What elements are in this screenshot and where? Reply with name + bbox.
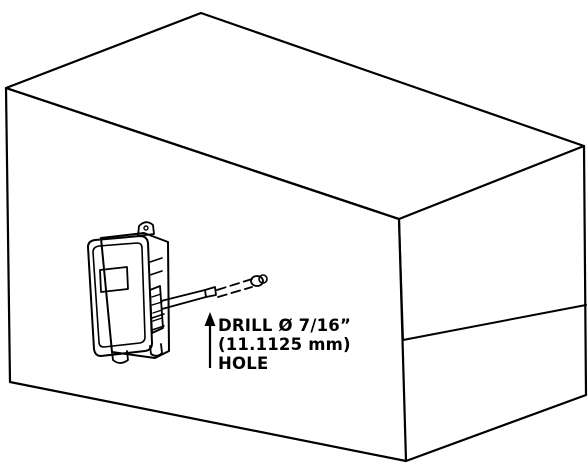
display-window — [99, 266, 129, 293]
sensor-enclosure — [87, 221, 170, 364]
probe-tube-upper — [160, 289, 206, 302]
probe-path-dash-upper — [216, 278, 253, 291]
enclosure-bezel — [92, 242, 146, 348]
duct-hole — [250, 275, 264, 287]
probe-fitting — [149, 285, 164, 334]
duct-hole-inner — [258, 274, 268, 284]
drill-arrow — [204, 312, 216, 368]
enclosure-front-cover — [87, 235, 153, 357]
enclosure-side-ribs — [149, 257, 165, 331]
duct-front-face — [4, 86, 408, 463]
enclosure-body — [100, 232, 170, 359]
duct-opening-inner-edge — [398, 218, 587, 341]
arrow-up-icon — [204, 312, 216, 326]
probe-tip — [204, 286, 217, 298]
probe-fitting-threads — [151, 293, 163, 322]
callout-line-metric-size: (11.1125 mm) — [218, 335, 351, 354]
callout-line-hole: HOLE — [218, 354, 269, 373]
probe — [160, 274, 268, 310]
duct-right-edge — [404, 144, 588, 463]
callout-line-drill-size: DRILL Ø 7/16” — [218, 316, 351, 335]
mounting-hole-top — [143, 225, 149, 231]
enclosure-foot-left — [111, 350, 129, 364]
probe-tube-lower — [161, 296, 207, 310]
duct — [4, 11, 588, 463]
enclosure-foot-right — [149, 343, 163, 357]
probe-path-dash-lower — [217, 286, 253, 298]
drill-hole-callout: DRILL Ø 7/16” (11.1125 mm) HOLE — [218, 316, 351, 373]
mounting-tab-top — [137, 221, 155, 237]
